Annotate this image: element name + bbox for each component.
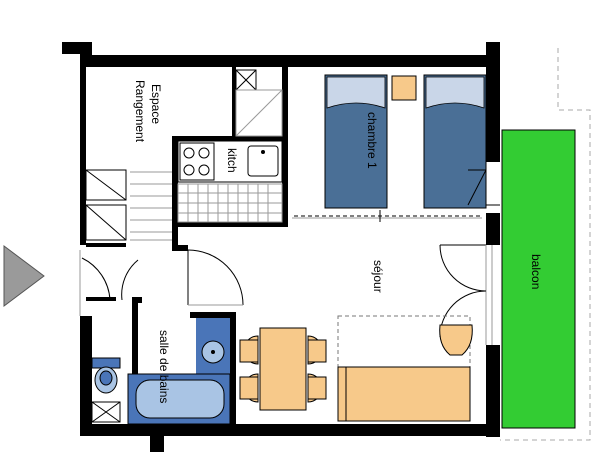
kitchen-tile-floor bbox=[177, 183, 283, 223]
label-salle: salle de bains bbox=[157, 330, 171, 403]
sink bbox=[247, 145, 279, 177]
armchair bbox=[439, 324, 473, 356]
entrance-door bbox=[79, 250, 139, 316]
kitchen bbox=[177, 140, 283, 223]
balcony-outline bbox=[500, 48, 591, 441]
label-balcon: balcon bbox=[529, 254, 543, 289]
stove bbox=[179, 142, 215, 181]
label-chambre: chambre 1 bbox=[365, 112, 379, 169]
bathroom bbox=[91, 318, 231, 425]
bedroom-door bbox=[467, 169, 500, 206]
sofa bbox=[337, 366, 471, 422]
dining-set bbox=[239, 327, 327, 411]
nightstand bbox=[391, 75, 417, 101]
balcony-area bbox=[501, 129, 576, 429]
label-sejour: séjour bbox=[371, 260, 385, 293]
duct-box bbox=[235, 69, 283, 137]
storage-shelves bbox=[85, 169, 172, 241]
bedroom-beds bbox=[292, 74, 487, 222]
toilet bbox=[91, 357, 121, 394]
lounge bbox=[337, 315, 473, 422]
entrance-arrow bbox=[3, 245, 45, 307]
dining-table bbox=[259, 327, 307, 411]
interior-walls bbox=[86, 67, 288, 427]
label-espace: Espace bbox=[149, 84, 163, 124]
label-rangement: Rangement bbox=[133, 80, 147, 143]
sejour-door bbox=[187, 249, 244, 306]
exterior-walls bbox=[62, 42, 500, 452]
label-kitch: kitch bbox=[225, 148, 239, 173]
